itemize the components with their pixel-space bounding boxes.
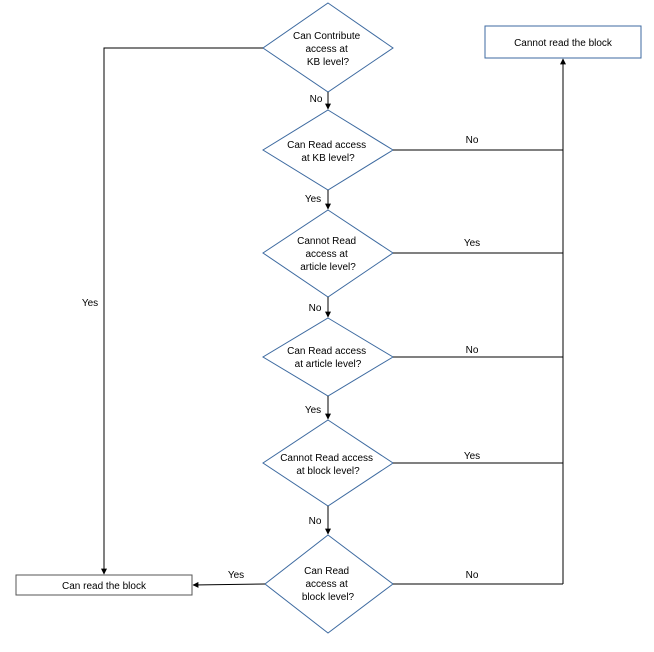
decision-4-line-1: Can Read access xyxy=(287,346,366,357)
outcome-cannot-read-label: Cannot read the block xyxy=(514,38,613,49)
decision-6-line-1: Can Read xyxy=(304,566,349,577)
edge-d6-yes-can-read xyxy=(192,581,266,588)
decision-5-line-2: at block level? xyxy=(296,466,360,477)
decision-diamond-read-article xyxy=(262,317,394,397)
label-d1-no: No xyxy=(310,94,323,105)
label-d6-yes: Yes xyxy=(228,570,244,581)
decision-text-5: Cannot Read access at block level? xyxy=(280,453,376,477)
label-d3-no: No xyxy=(309,303,322,314)
label-d4-no: No xyxy=(466,345,479,356)
decision-diamond-read-block xyxy=(264,534,394,634)
decision-1-line-3: KB level? xyxy=(307,57,350,68)
decision-4-line-2: at article level? xyxy=(295,359,362,370)
decision-text-4: Can Read access at article level? xyxy=(287,346,369,370)
decision-3-line-1: Cannot Read xyxy=(297,236,356,247)
decision-5-line-1: Cannot Read access xyxy=(280,453,373,464)
label-d3-yes: Yes xyxy=(464,238,480,249)
decision-3-line-3: article level? xyxy=(300,262,356,273)
edge-d1-yes-can-read xyxy=(101,47,263,575)
decision-text-2: Can Read access at KB level? xyxy=(287,140,369,164)
label-d2-yes: Yes xyxy=(305,194,321,205)
decision-2-line-2: at KB level? xyxy=(301,153,355,164)
decision-1-line-1: Can Contribute xyxy=(293,31,361,42)
label-d2-no: No xyxy=(466,135,479,146)
decision-6-line-3: block level? xyxy=(302,592,355,603)
outcome-box-cannot-read xyxy=(484,25,642,59)
decision-2-line-1: Can Read access xyxy=(287,140,366,151)
label-d5-yes: Yes xyxy=(464,451,480,462)
label-d4-yes: Yes xyxy=(305,405,321,416)
decision-1-line-2: access at xyxy=(305,44,347,55)
decision-text-6: Can Read access at block level? xyxy=(302,566,355,603)
label-d6-no: No xyxy=(466,570,479,581)
decision-6-line-2: access at xyxy=(305,579,347,590)
outcome-can-read-label: Can read the block xyxy=(62,581,147,592)
decision-text-3: Cannot Read access at article level? xyxy=(297,236,359,273)
label-d1-yes: Yes xyxy=(82,298,98,309)
decision-3-line-2: access at xyxy=(305,249,347,260)
label-d5-no: No xyxy=(309,516,322,527)
decision-text-1: Can Contribute access at KB level? xyxy=(293,31,363,68)
outcome-box-can-read xyxy=(15,574,193,596)
